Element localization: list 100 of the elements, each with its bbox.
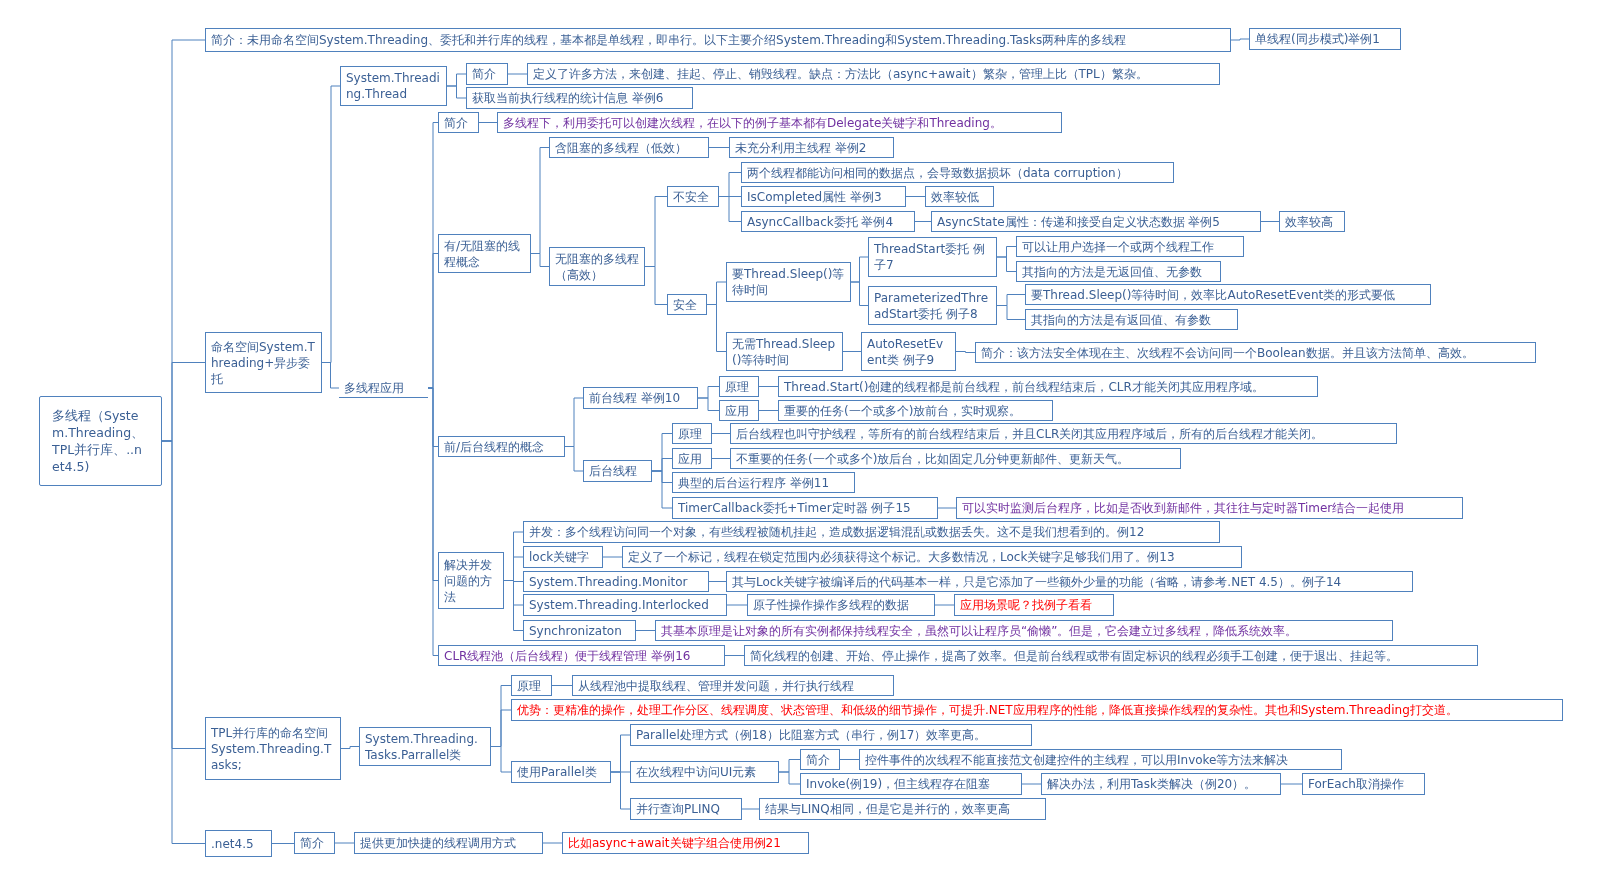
topic-box: 可以让用户选择一个或两个线程工作 [1016, 236, 1244, 257]
topic-box: 安全 [667, 294, 707, 315]
topic-box: 其与Lock关键字被编译后的代码基本一样，只是它添加了一些额外少量的功能（省略，请参考.NET 4.5）。例子14 [726, 571, 1413, 592]
topic-box: 后台线程 [583, 460, 652, 482]
topic-box: 简介 [438, 112, 479, 133]
topic-box: 结果与LINQ相同，但是它是并行的，效率更高 [759, 798, 1046, 820]
connector-line [1260, 221, 1280, 222]
topic-box: AsyncState属性：传递和接受自定义状态数据 举例5 [931, 211, 1261, 232]
topic-box: 简介：该方法安全体现在主、次线程不会访问同一个Boolean数据。并且该方法简单、高效。 [975, 342, 1536, 363]
topic-box: lock关键字 [523, 546, 603, 568]
topic-box: AsyncCallback委托 举例4 [741, 211, 915, 232]
connector-line [850, 281, 869, 306]
topic-box: 不安全 [667, 186, 719, 207]
topic-box: 无需Thread.Sleep()等待时间 [726, 332, 843, 371]
topic-box: 其指向的方法是无返回值、无参数 [1016, 261, 1221, 282]
connector-line [427, 387, 439, 656]
connector-line [446, 85, 467, 99]
topic-box: 简介 [294, 832, 335, 854]
connector-line [321, 362, 340, 389]
topic-box: ForEach取消操作 [1302, 773, 1425, 795]
connector-line [340, 746, 360, 749]
connector-line [708, 581, 727, 582]
topic-box: 使用Parallel类 [511, 761, 611, 783]
topic-box: System.Threading.Interlocked [523, 594, 727, 616]
topic-box: 有/无阻塞的线程概念 [438, 234, 531, 273]
topic-box: 在次线程中访问UI元素 [630, 761, 779, 783]
connector-line [914, 221, 932, 222]
topic-box: 典型的后台运行程序 举例11 [672, 472, 855, 493]
topic-box: 原子性操作操作多线程的数据 [747, 594, 935, 616]
connector-line [334, 842, 355, 844]
topic-box: ParameterizedThreadStart委托 例子8 [868, 286, 997, 325]
topic-box: Invoke(例19)，但主线程存在阻塞 [800, 773, 1022, 795]
topic-box: 控件事件的次线程不能直接范文创建控件的主线程，可以用Invoke等方法来解决 [859, 749, 1342, 770]
connector-line [741, 808, 760, 810]
topic-box: Parallel处理方式（例18）比阻塞方式（串行，例17）效率更高。 [630, 724, 1032, 746]
connector-line [635, 630, 656, 631]
connector-line [651, 470, 673, 509]
topic-box: 简介 [466, 63, 508, 85]
connector-line [996, 305, 1026, 320]
connector-line [542, 842, 563, 844]
topic-box: 应用 [672, 448, 712, 469]
topic-box: 两个线程都能访问相同的数据点，会导致数据损坏（data corruption） [741, 162, 1174, 183]
topic-box: 效率较高 [1279, 211, 1345, 232]
root-topic-box: 多线程（System.Threading、TPL并行库、..net4.5) [39, 396, 162, 486]
topic-box: IsCompleted属性 举例3 [741, 186, 906, 207]
topic-box: 提供更加快捷的线程调用方式 [354, 832, 543, 854]
topic-box: AutoResetEvent类 例子9 [861, 332, 956, 371]
topic-box: 多线程下，利用委托可以创建次线程，在以下的例子基本都有Delegate关键字和Threading。 [497, 112, 1062, 133]
connector-line [530, 253, 550, 267]
topic-box: Synchronizaton [523, 620, 636, 641]
topic-box: System.Threading.Monitor [523, 571, 709, 592]
connector-line [778, 771, 801, 785]
topic-box: ThreadStart委托 例子7 [868, 237, 997, 277]
connector-line [551, 685, 573, 686]
topic-box: 不重要的任务(一个或多个)放后台，比如固定几分钟更新邮件、更新天气。 [730, 448, 1181, 469]
topic-box: 前台线程 举例10 [583, 387, 698, 409]
connector-line [708, 147, 730, 148]
topic-box: 要Thread.Sleep()等待时间，效率比AutoResetEvent类的形式要低 [1025, 284, 1431, 305]
topic-label: 多线程应用 [339, 378, 428, 398]
connector-line [507, 73, 528, 75]
topic-box: 解决并发问题的方法 [438, 552, 504, 609]
connector-line [503, 580, 524, 631]
topic-box: 未充分利用主线程 举例2 [729, 137, 894, 158]
connector-line [839, 759, 860, 760]
connector-line [934, 604, 955, 606]
topic-box: 其指向的方法是有返回值、有参数 [1025, 309, 1238, 330]
topic-box: 并发：多个线程访问同一个对象，有些线程被随机挂起，造成数据逻辑混乱或数据丢失。这不是我们想看到的。例12 [523, 521, 1220, 543]
topic-box: 应用场景呢？找例子看看 [954, 594, 1114, 616]
topic-box: 原理 [511, 675, 552, 696]
topic-box: TimerCallback委托+Timer定时器 例子15 [672, 497, 938, 519]
connector-line [610, 771, 631, 810]
connector-line [706, 304, 727, 352]
connector-line [758, 386, 779, 387]
topic-box: 解决办法，利用Task类解决（例20）。 [1041, 773, 1281, 795]
connector-line [1230, 38, 1250, 41]
topic-box: 应用 [719, 400, 759, 421]
connector-line [1280, 783, 1303, 785]
topic-box: 优势：更精准的操作，处理工作分区、线程调度、状态管理、和低级的细节操作，可提升.NET应用程序的性能，降低直接操作线程的复杂性。其也和System.Threading打交道。 [511, 699, 1563, 721]
topic-box: 定义了许多方法，来创建、挂起、停止、销毁线程。缺点：方法比（async+await）繁杂，管理上比（TPL）繁杂。 [527, 63, 1220, 85]
topic-box: 定义了一个标记，线程在锁定范围内必须获得这个标记。大多数情况，Lock关键字足够我们用了。例13 [622, 546, 1242, 568]
topic-box: 其基本原理是让对象的所有实例都保持线程安全，虽然可以让程序员“偷懒”。但是，它会建立过多线程，降低系统效率。 [655, 620, 1393, 641]
topic-box: 无阻塞的多线程（高效） [549, 247, 645, 286]
connector-line [937, 507, 957, 509]
topic-box: System.Threading.Thread [340, 66, 447, 106]
topic-box: 可以实时监测后台程序，比如是否收到新邮件，其往往与定时器Timer结合一起使用 [956, 497, 1463, 519]
connector-line [955, 351, 976, 353]
connector-line [271, 843, 295, 844]
connector-line [842, 351, 862, 352]
topic-box: 原理 [719, 376, 759, 397]
connector-line [996, 256, 1017, 272]
connector-line [602, 556, 623, 558]
topic-box: 原理 [672, 423, 712, 444]
connector-line [478, 122, 498, 123]
topic-box: 命名空间System.Threading+异步委托 [205, 332, 322, 393]
topic-box: 效率较低 [925, 186, 994, 207]
topic-box: .net4.5 [205, 830, 272, 857]
connector-line [1021, 783, 1042, 785]
topic-box: 比如async+await关键字组合使用例21 [562, 832, 809, 854]
topic-box: 简介：未用命名空间System.Threading、委托和并行库的线程，基本都是单线程，即串行。以下主要介绍System.Threading和System.Threading.Tasks两种库的多线程 [205, 28, 1231, 52]
topic-box: 简化线程的创建、开始、停止操作，提高了效率。但是前台线程或带有固定标识的线程必须手工创建，便于退出、挂起等。 [744, 645, 1478, 666]
